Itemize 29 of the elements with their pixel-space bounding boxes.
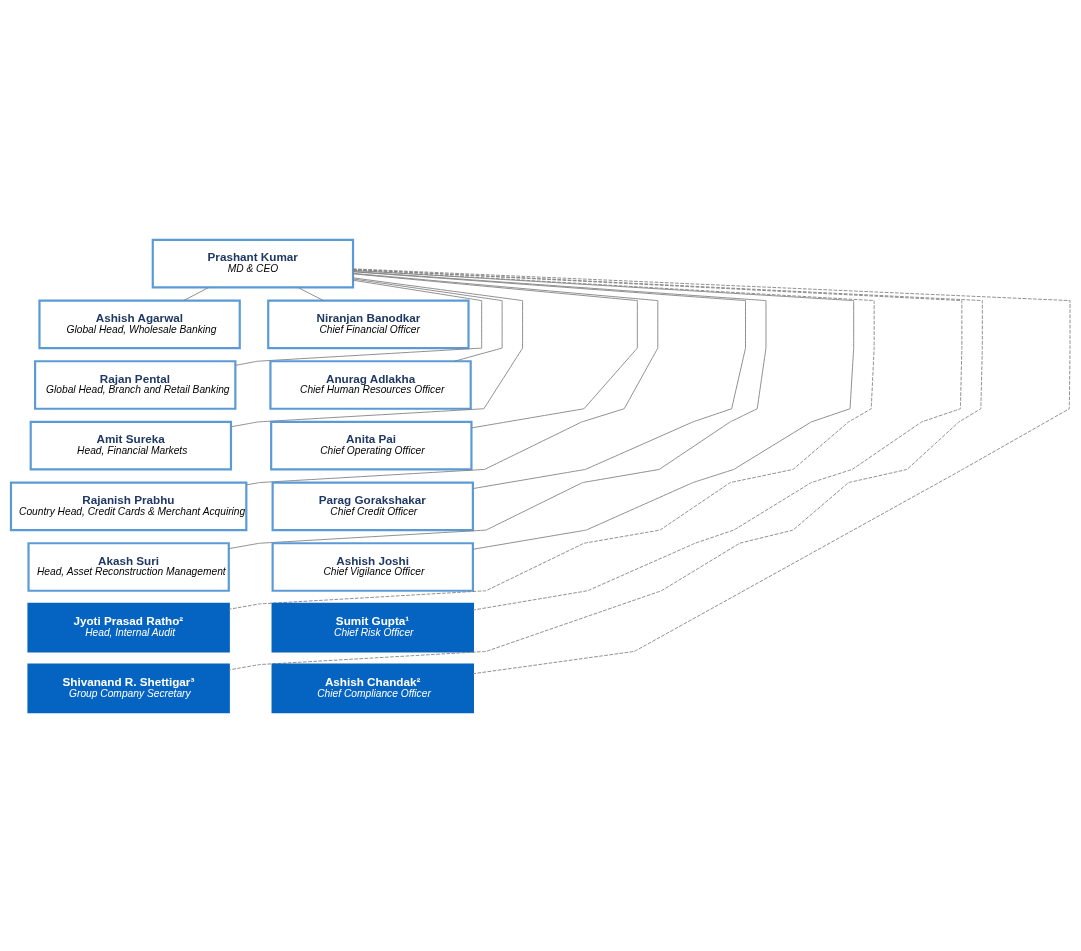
connector	[352, 268, 963, 610]
connector	[228, 270, 767, 549]
node-box: Prashant Kumar MD & CEO	[151, 238, 355, 289]
node-box: Shivanand R. Shettigar³ Group Company Secretary	[27, 662, 230, 713]
connector	[246, 272, 659, 485]
connector	[352, 278, 503, 362]
connector	[183, 286, 210, 301]
node-box: Ashish Agarwal Global Head, Wholesale Banking	[38, 299, 241, 349]
connector	[352, 269, 855, 550]
node-box: Anurag Adlakha Chief Human Resources Officer	[269, 359, 472, 410]
node-box: Amit Sureka Head, Financial Markets	[29, 420, 233, 470]
node-box: Ashish Joshi Chief Vigilance Officer	[271, 541, 474, 592]
connector	[235, 279, 483, 366]
node-box: Sumit Gupta¹ Chief Risk Officer	[271, 602, 474, 652]
node-box: Ashish Chandak² Chief Compliance Officer	[271, 662, 474, 713]
node-box: Parag Gorakshakar Chief Credit Officer	[271, 481, 474, 531]
connector	[228, 269, 875, 610]
node-box: Jyoti Prasad Ratho² Head, Internal Audit	[27, 602, 230, 652]
connector	[352, 270, 746, 489]
connector	[228, 268, 983, 670]
connector	[352, 267, 1071, 674]
connector	[352, 272, 638, 428]
node-box: Niranjan Banodkar Chief Financial Officer	[267, 299, 470, 349]
node-box: Rajanish Prabhu Country Head, Credit Cards & Merchant Acquiring	[9, 481, 248, 531]
connector	[297, 286, 324, 301]
node-box: Anita Pai Chief Operating Officer	[270, 420, 473, 470]
node-box: Akash Suri Head, Asset Reconstruction Management	[27, 541, 230, 592]
node-box: Rajan Pental Global Head, Branch and Retail Banking	[34, 359, 237, 410]
connector	[230, 276, 524, 427]
